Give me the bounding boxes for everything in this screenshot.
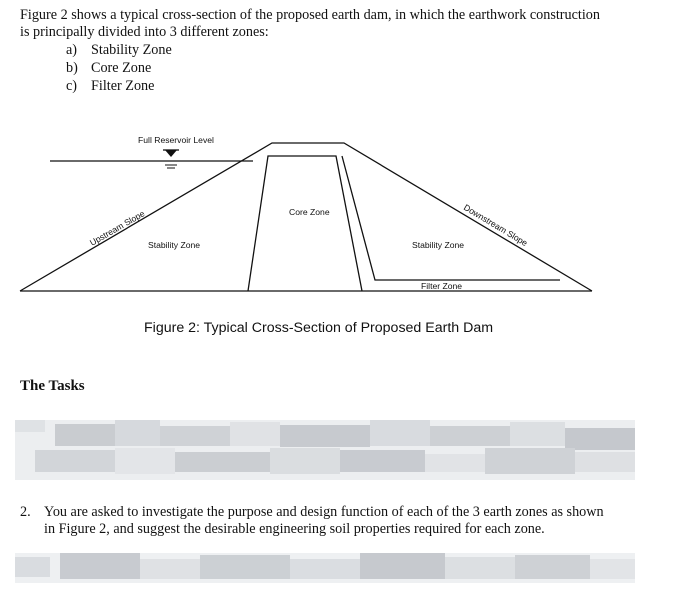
- upstream-slope-label: Upstream Slope: [88, 208, 147, 248]
- redacted-text-block: [15, 420, 635, 480]
- zone-item: b)Core Zone: [66, 60, 152, 76]
- stability-zone-right-label: Stability Zone: [412, 240, 464, 250]
- stability-zone-left-label: Stability Zone: [148, 240, 200, 250]
- task-2-line-2: in Figure 2, and suggest the desirable e…: [44, 521, 545, 537]
- task-2-line-1: You are asked to investigate the purpose…: [44, 504, 604, 520]
- dam-outer-profile: [19, 142, 593, 292]
- downstream-slope-label: Downstream Slope: [462, 202, 530, 248]
- water-level-marker-icon: [163, 149, 179, 169]
- zone-item: a)Stability Zone: [66, 42, 172, 58]
- intro-line-2: is principally divided into 3 different …: [20, 24, 269, 40]
- filter-zone-outline: [341, 155, 560, 281]
- tasks-heading: The Tasks: [20, 378, 85, 394]
- task-2-number: 2.: [20, 504, 31, 520]
- filter-zone-label: Filter Zone: [421, 281, 462, 291]
- reservoir-level-label: Full Reservoir Level: [138, 135, 214, 145]
- redacted-text-block: [15, 553, 635, 583]
- zone-item: c)Filter Zone: [66, 78, 155, 94]
- task-2-text: You are asked to investigate the purpose…: [44, 504, 644, 538]
- dam-cross-section-diagram: Full Reservoir Level Core Zone Stability…: [19, 135, 593, 292]
- core-zone-outline: [247, 155, 363, 292]
- core-zone-label: Core Zone: [289, 207, 330, 217]
- intro-paragraph: Figure 2 shows a typical cross-section o…: [20, 7, 660, 41]
- figure-caption: Figure 2: Typical Cross-Section of Propo…: [144, 320, 494, 336]
- intro-line-1: Figure 2 shows a typical cross-section o…: [20, 7, 600, 23]
- zone-list: a)Stability Zone b)Core Zone c)Filter Zo…: [66, 41, 172, 95]
